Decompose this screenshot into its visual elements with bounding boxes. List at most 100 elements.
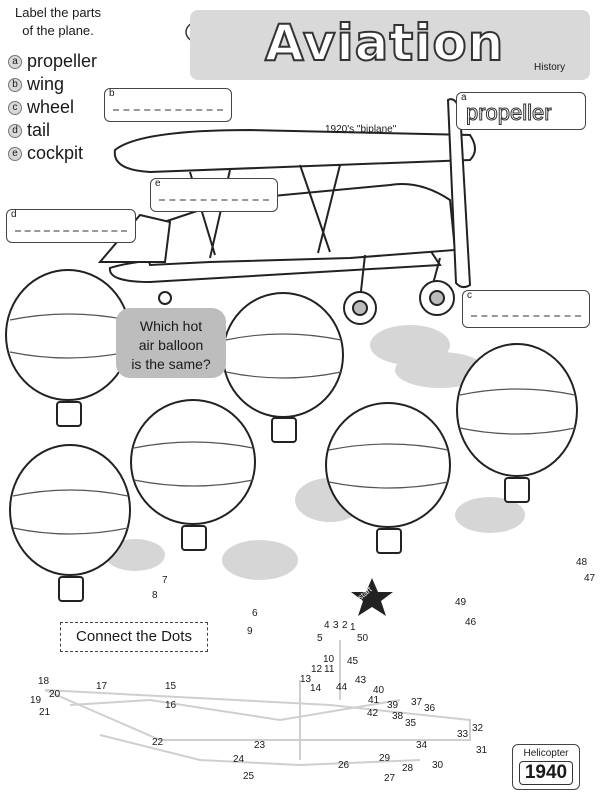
dot-number: 19 — [30, 695, 42, 706]
dot-number: 7 — [162, 575, 168, 586]
dot-number: 23 — [254, 740, 266, 751]
dot-number: 37 — [411, 697, 423, 708]
dot-number: 48 — [576, 557, 588, 568]
instructions: Label the parts of the plane. — [6, 4, 110, 40]
dot-number: 35 — [405, 718, 417, 729]
dot-number: 46 — [465, 617, 477, 628]
title-banner — [190, 10, 590, 80]
letter-circle: a — [8, 54, 22, 69]
legend-item: c wheel — [8, 96, 97, 119]
legend-label: propeller — [27, 51, 98, 71]
dot-number: 50 — [357, 633, 369, 644]
callout-b[interactable]: b — [104, 88, 232, 122]
answer-a: propeller — [466, 100, 553, 126]
dot-number: 31 — [476, 745, 488, 756]
helicopter-label: Helicopter — [523, 748, 569, 759]
callout-letter: c — [467, 290, 472, 301]
dot-number: 47 — [584, 573, 596, 584]
letter-circle: d — [8, 123, 22, 138]
dot-number: 24 — [233, 754, 245, 765]
question-line: air balloon — [138, 337, 204, 353]
dot-number: 18 — [38, 676, 50, 687]
dot-number: 15 — [165, 681, 177, 692]
callout-a[interactable]: a — [456, 92, 586, 130]
dot-number: 2 — [342, 620, 348, 631]
start-star — [351, 578, 393, 616]
dot-number: 41 — [368, 695, 380, 706]
legend-label: cockpit — [27, 143, 84, 163]
dot-number: 33 — [457, 729, 469, 740]
legend-label: wing — [27, 74, 65, 94]
callout-d[interactable]: d — [6, 209, 136, 243]
callout-letter: b — [109, 88, 115, 99]
dot-number: 44 — [336, 682, 348, 693]
dot-number: 28 — [402, 763, 414, 774]
dot-number: 3 — [333, 620, 339, 631]
letter-circle: e — [8, 146, 22, 161]
dot-number: 5 — [317, 633, 323, 644]
dot-number: 26 — [338, 760, 350, 771]
dot-number: 40 — [373, 685, 385, 696]
legend-label: wheel — [27, 97, 75, 117]
dot-number: 17 — [96, 681, 108, 692]
dot-number: 6 — [252, 608, 258, 619]
legend: a propeller b wing c wheel d tail e cock… — [8, 50, 97, 165]
question-line: is the same? — [131, 356, 211, 372]
dot-number: 32 — [472, 723, 484, 734]
dot-number: 38 — [392, 711, 404, 722]
letter-circle: c — [8, 100, 22, 115]
connect-dots-label: Connect the Dots — [60, 622, 208, 652]
dot-number: 29 — [379, 753, 391, 764]
callout-e[interactable]: e — [150, 178, 278, 212]
dot-number: 1 — [350, 622, 356, 633]
page-subtitle: History — [534, 62, 566, 73]
dot-number: 10 — [323, 654, 335, 665]
dot-number: 45 — [347, 656, 359, 667]
callout-letter: a — [461, 92, 467, 103]
callout-letter: e — [155, 178, 161, 189]
dot-number: 34 — [416, 740, 428, 751]
balloon-bands — [9, 313, 576, 535]
question-line: Which hot — [139, 318, 203, 334]
dot-number: 36 — [424, 703, 436, 714]
dot-number: 14 — [310, 683, 322, 694]
dot-number: 39 — [387, 700, 399, 711]
dot-number: 8 — [152, 590, 158, 601]
dot-airplane-faint — [44, 640, 471, 767]
dot-number: 25 — [243, 771, 255, 782]
answer-line — [471, 315, 581, 317]
instructions-line-2: of the plane. — [22, 23, 94, 38]
helicopter-box: Helicopter 1940 — [512, 744, 580, 790]
background-clouds — [105, 325, 525, 580]
dot-number: 27 — [384, 773, 396, 784]
plane-caption: 1920's "biplane" — [325, 124, 397, 135]
legend-item: d tail — [8, 119, 97, 142]
dot-number: 11 — [324, 664, 335, 675]
answer-line — [113, 109, 223, 111]
hot-air-balloons — [5, 269, 578, 602]
letter-circle: b — [8, 77, 22, 92]
instructions-line-1: Label the parts — [14, 5, 101, 20]
dot-number: 4 — [324, 620, 330, 631]
callout-c[interactable]: c — [462, 290, 590, 328]
dot-number: 13 — [300, 674, 312, 685]
legend-item: b wing — [8, 73, 97, 96]
dot-number: 42 — [367, 708, 379, 719]
answer-line — [159, 199, 269, 201]
dot-number: 21 — [39, 707, 51, 718]
helicopter-year: 1940 — [519, 761, 573, 785]
dot-number: 20 — [49, 689, 61, 700]
answer-line — [15, 230, 127, 232]
legend-item: e cockpit — [8, 142, 97, 165]
dot-number: 30 — [432, 760, 444, 771]
dot-number: 12 — [311, 664, 323, 675]
callout-letter: d — [11, 209, 17, 220]
dot-number: 9 — [247, 626, 253, 637]
dot-number: 22 — [152, 737, 164, 748]
balloon-question: Which hot air balloon is the same? — [116, 308, 226, 378]
legend-item: a propeller — [8, 50, 97, 73]
dot-number: 16 — [165, 700, 177, 711]
page-title: Aviation — [264, 13, 505, 73]
legend-label: tail — [27, 120, 51, 140]
dot-number: 49 — [455, 597, 467, 608]
